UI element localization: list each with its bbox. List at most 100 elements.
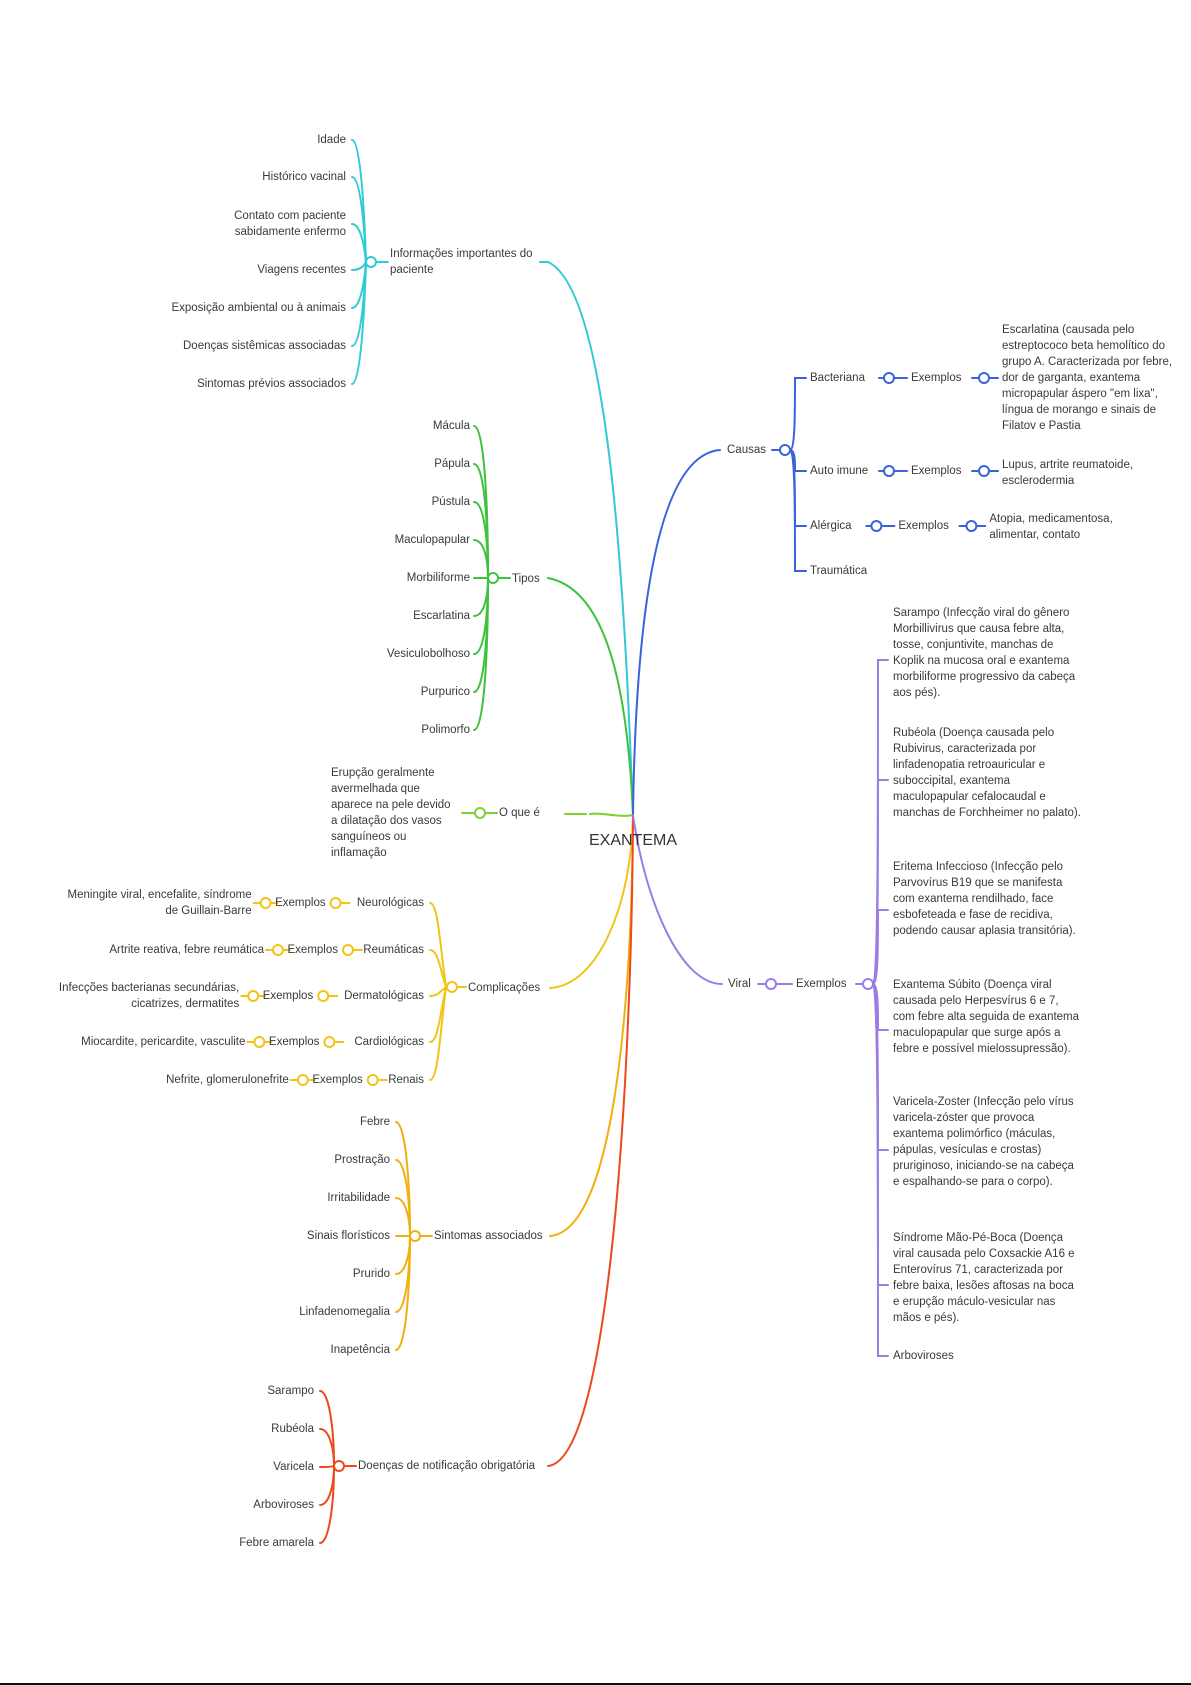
sint-knob[interactable] — [409, 1230, 421, 1242]
tipos-item[interactable]: Escarlatina — [413, 610, 470, 622]
viral-examples-knob[interactable] — [862, 978, 874, 990]
tipos-item[interactable]: Morbiliforme — [406, 572, 470, 584]
tipos-node[interactable]: Tipos — [512, 573, 540, 585]
doencas-item[interactable]: Varicela — [273, 1461, 314, 1473]
compl-example-text[interactable]: Miocardite, pericardite, vasculite — [81, 1036, 246, 1048]
oque-detail[interactable]: Erupção geralmente avermelhada que apare… — [331, 767, 451, 859]
info-item[interactable]: Contato com paciente sabidamente enfermo — [234, 210, 346, 238]
compl-examples-label[interactable]: Exemplos — [287, 944, 339, 956]
info-connector-3 — [351, 261, 367, 271]
causas-node[interactable]: Causas — [727, 444, 766, 456]
viral-example-text[interactable]: Arboviroses — [893, 1350, 954, 1362]
tipos-knob[interactable] — [487, 572, 499, 584]
causas-category-knob[interactable] — [870, 520, 883, 532]
viral-examples-label[interactable]: Exemplos — [796, 978, 847, 990]
doencas-item[interactable]: Sarampo — [267, 1385, 314, 1397]
compl-category-knob[interactable] — [329, 897, 342, 909]
causas-category-knob[interactable] — [883, 372, 895, 384]
info-node[interactable]: Informações importantes do paciente — [390, 248, 533, 276]
causas-category[interactable]: Auto imune — [810, 465, 869, 477]
sint-main-branch — [549, 814, 634, 1237]
sint-item[interactable]: Febre — [359, 1116, 390, 1128]
viral-knob[interactable] — [765, 978, 777, 990]
doencas-item[interactable]: Arboviroses — [253, 1499, 314, 1511]
sint-item[interactable]: Prostração — [334, 1154, 390, 1166]
doencas-item[interactable]: Febre amarela — [239, 1537, 314, 1549]
compl-examples-label[interactable]: Exemplos — [262, 990, 314, 1002]
causas-examples-knob[interactable] — [965, 520, 978, 532]
info-item[interactable]: Sintomas prévios associados — [197, 378, 346, 390]
tipos-item[interactable]: Maculopapular — [394, 534, 470, 546]
causas-examples-knob[interactable] — [978, 465, 990, 477]
sint-node[interactable]: Sintomas associados — [434, 1230, 543, 1242]
tipos-item[interactable]: Vesiculobolhoso — [386, 648, 470, 660]
sint-item[interactable]: Prurido — [352, 1268, 390, 1280]
causas-examples-label[interactable]: Exemplos — [911, 372, 962, 384]
sint-item[interactable]: Sinais florísticos — [306, 1230, 390, 1242]
info-item[interactable]: Histórico vacinal — [262, 171, 346, 183]
viral-example-text[interactable]: Exantema Súbito (Doença viral causada pe… — [893, 979, 1080, 1055]
causas-examples-knob[interactable] — [978, 372, 990, 384]
tipos-item[interactable]: Mácula — [432, 420, 470, 432]
tipos-connector-5 — [473, 577, 489, 617]
viral-node[interactable]: Viral — [728, 978, 751, 990]
tipos-item[interactable]: Polimorfo — [421, 724, 470, 736]
compl-example-text[interactable]: Nefrite, glomerulonefrite — [166, 1074, 289, 1086]
doencas-node[interactable]: Doenças de notificação obrigatória — [358, 1460, 536, 1472]
sint-item[interactable]: Irritabilidade — [327, 1192, 390, 1204]
compl-example-text[interactable]: Artrite reativa, febre reumática — [109, 944, 264, 956]
compl-knob[interactable] — [446, 981, 458, 993]
tipos-item[interactable]: Pústula — [431, 496, 470, 508]
center-topic[interactable]: EXANTEMA — [589, 832, 678, 849]
compl-examples-knob[interactable] — [272, 944, 284, 956]
causas-knob[interactable] — [779, 444, 791, 456]
causas-example-text[interactable]: Escarlatina (causada pelo estreptococo b… — [1002, 324, 1173, 432]
info-knob[interactable] — [365, 256, 377, 268]
info-item[interactable]: Viagens recentes — [257, 264, 346, 276]
compl-examples-knob[interactable] — [247, 990, 260, 1002]
compl-examples-knob[interactable] — [259, 897, 272, 909]
info-item[interactable]: Doenças sistêmicas associadas — [183, 340, 346, 352]
compl-examples-label[interactable]: Exemplos — [268, 1036, 320, 1048]
causas-examples-label[interactable]: Exemplos — [898, 520, 949, 532]
causas-category[interactable]: Traumática — [810, 565, 868, 577]
compl-category-knob[interactable] — [323, 1036, 336, 1048]
causas-example-text[interactable]: Lupus, artrite reumatoide, esclerodermia — [1002, 459, 1134, 487]
causas-example-text[interactable]: Atopia, medicamentosa, alimentar, contat… — [989, 513, 1113, 541]
viral-example-text[interactable]: Eritema Infeccioso (Infecção pelo Parvov… — [893, 861, 1076, 937]
compl-category[interactable]: Renais — [388, 1074, 424, 1086]
compl-category[interactable]: Dermatológicas — [344, 990, 424, 1002]
causas-category-knob[interactable] — [883, 465, 895, 477]
causas-category[interactable]: Alérgica — [810, 520, 852, 532]
oque-knob[interactable] — [474, 807, 486, 819]
info-item[interactable]: Idade — [317, 134, 346, 146]
compl-examples-knob[interactable] — [296, 1074, 309, 1086]
compl-category-knob[interactable] — [317, 990, 330, 1002]
compl-examples-knob[interactable] — [253, 1036, 266, 1048]
causas-category[interactable]: Bacteriana — [810, 372, 865, 384]
compl-category-knob[interactable] — [366, 1074, 379, 1086]
viral-example-text[interactable]: Varicela-Zoster (Infecção pelo vírus var… — [893, 1096, 1074, 1188]
tipos-item[interactable]: Purpurico — [420, 686, 470, 698]
sint-item[interactable]: Linfadenomegalia — [299, 1306, 390, 1318]
compl-examples-label[interactable]: Exemplos — [275, 897, 326, 909]
compl-examples-label[interactable]: Exemplos — [312, 1074, 363, 1086]
compl-example-text[interactable]: Meningite viral, encefalite, síndrome de… — [67, 889, 252, 917]
doencas-main-branch — [547, 814, 634, 1467]
doencas-knob[interactable] — [333, 1460, 345, 1472]
tipos-item[interactable]: Pápula — [434, 458, 470, 470]
viral-example-text[interactable]: Sarampo (Infecção viral do gênero Morbil… — [893, 607, 1076, 699]
compl-category[interactable]: Cardiológicas — [354, 1036, 424, 1048]
compl-node[interactable]: Complicações — [468, 982, 541, 994]
oque-node[interactable]: O que é — [499, 807, 540, 819]
compl-category[interactable]: Reumáticas — [363, 944, 424, 956]
sint-item[interactable]: Inapetência — [330, 1344, 390, 1356]
compl-category-knob[interactable] — [342, 944, 354, 956]
causas-examples-label[interactable]: Exemplos — [911, 465, 962, 477]
info-item[interactable]: Exposição ambiental ou à animais — [171, 302, 346, 314]
viral-example-text[interactable]: Rubéola (Doença causada pelo Rubivirus, … — [893, 727, 1081, 819]
doencas-item[interactable]: Rubéola — [271, 1423, 314, 1435]
viral-example-text[interactable]: Síndrome Mão-Pé-Boca (Doença viral causa… — [893, 1232, 1075, 1324]
compl-category[interactable]: Neurológicas — [356, 897, 424, 909]
compl-example-text[interactable]: Infecções bacterianas secundárias, cicat… — [58, 982, 240, 1010]
